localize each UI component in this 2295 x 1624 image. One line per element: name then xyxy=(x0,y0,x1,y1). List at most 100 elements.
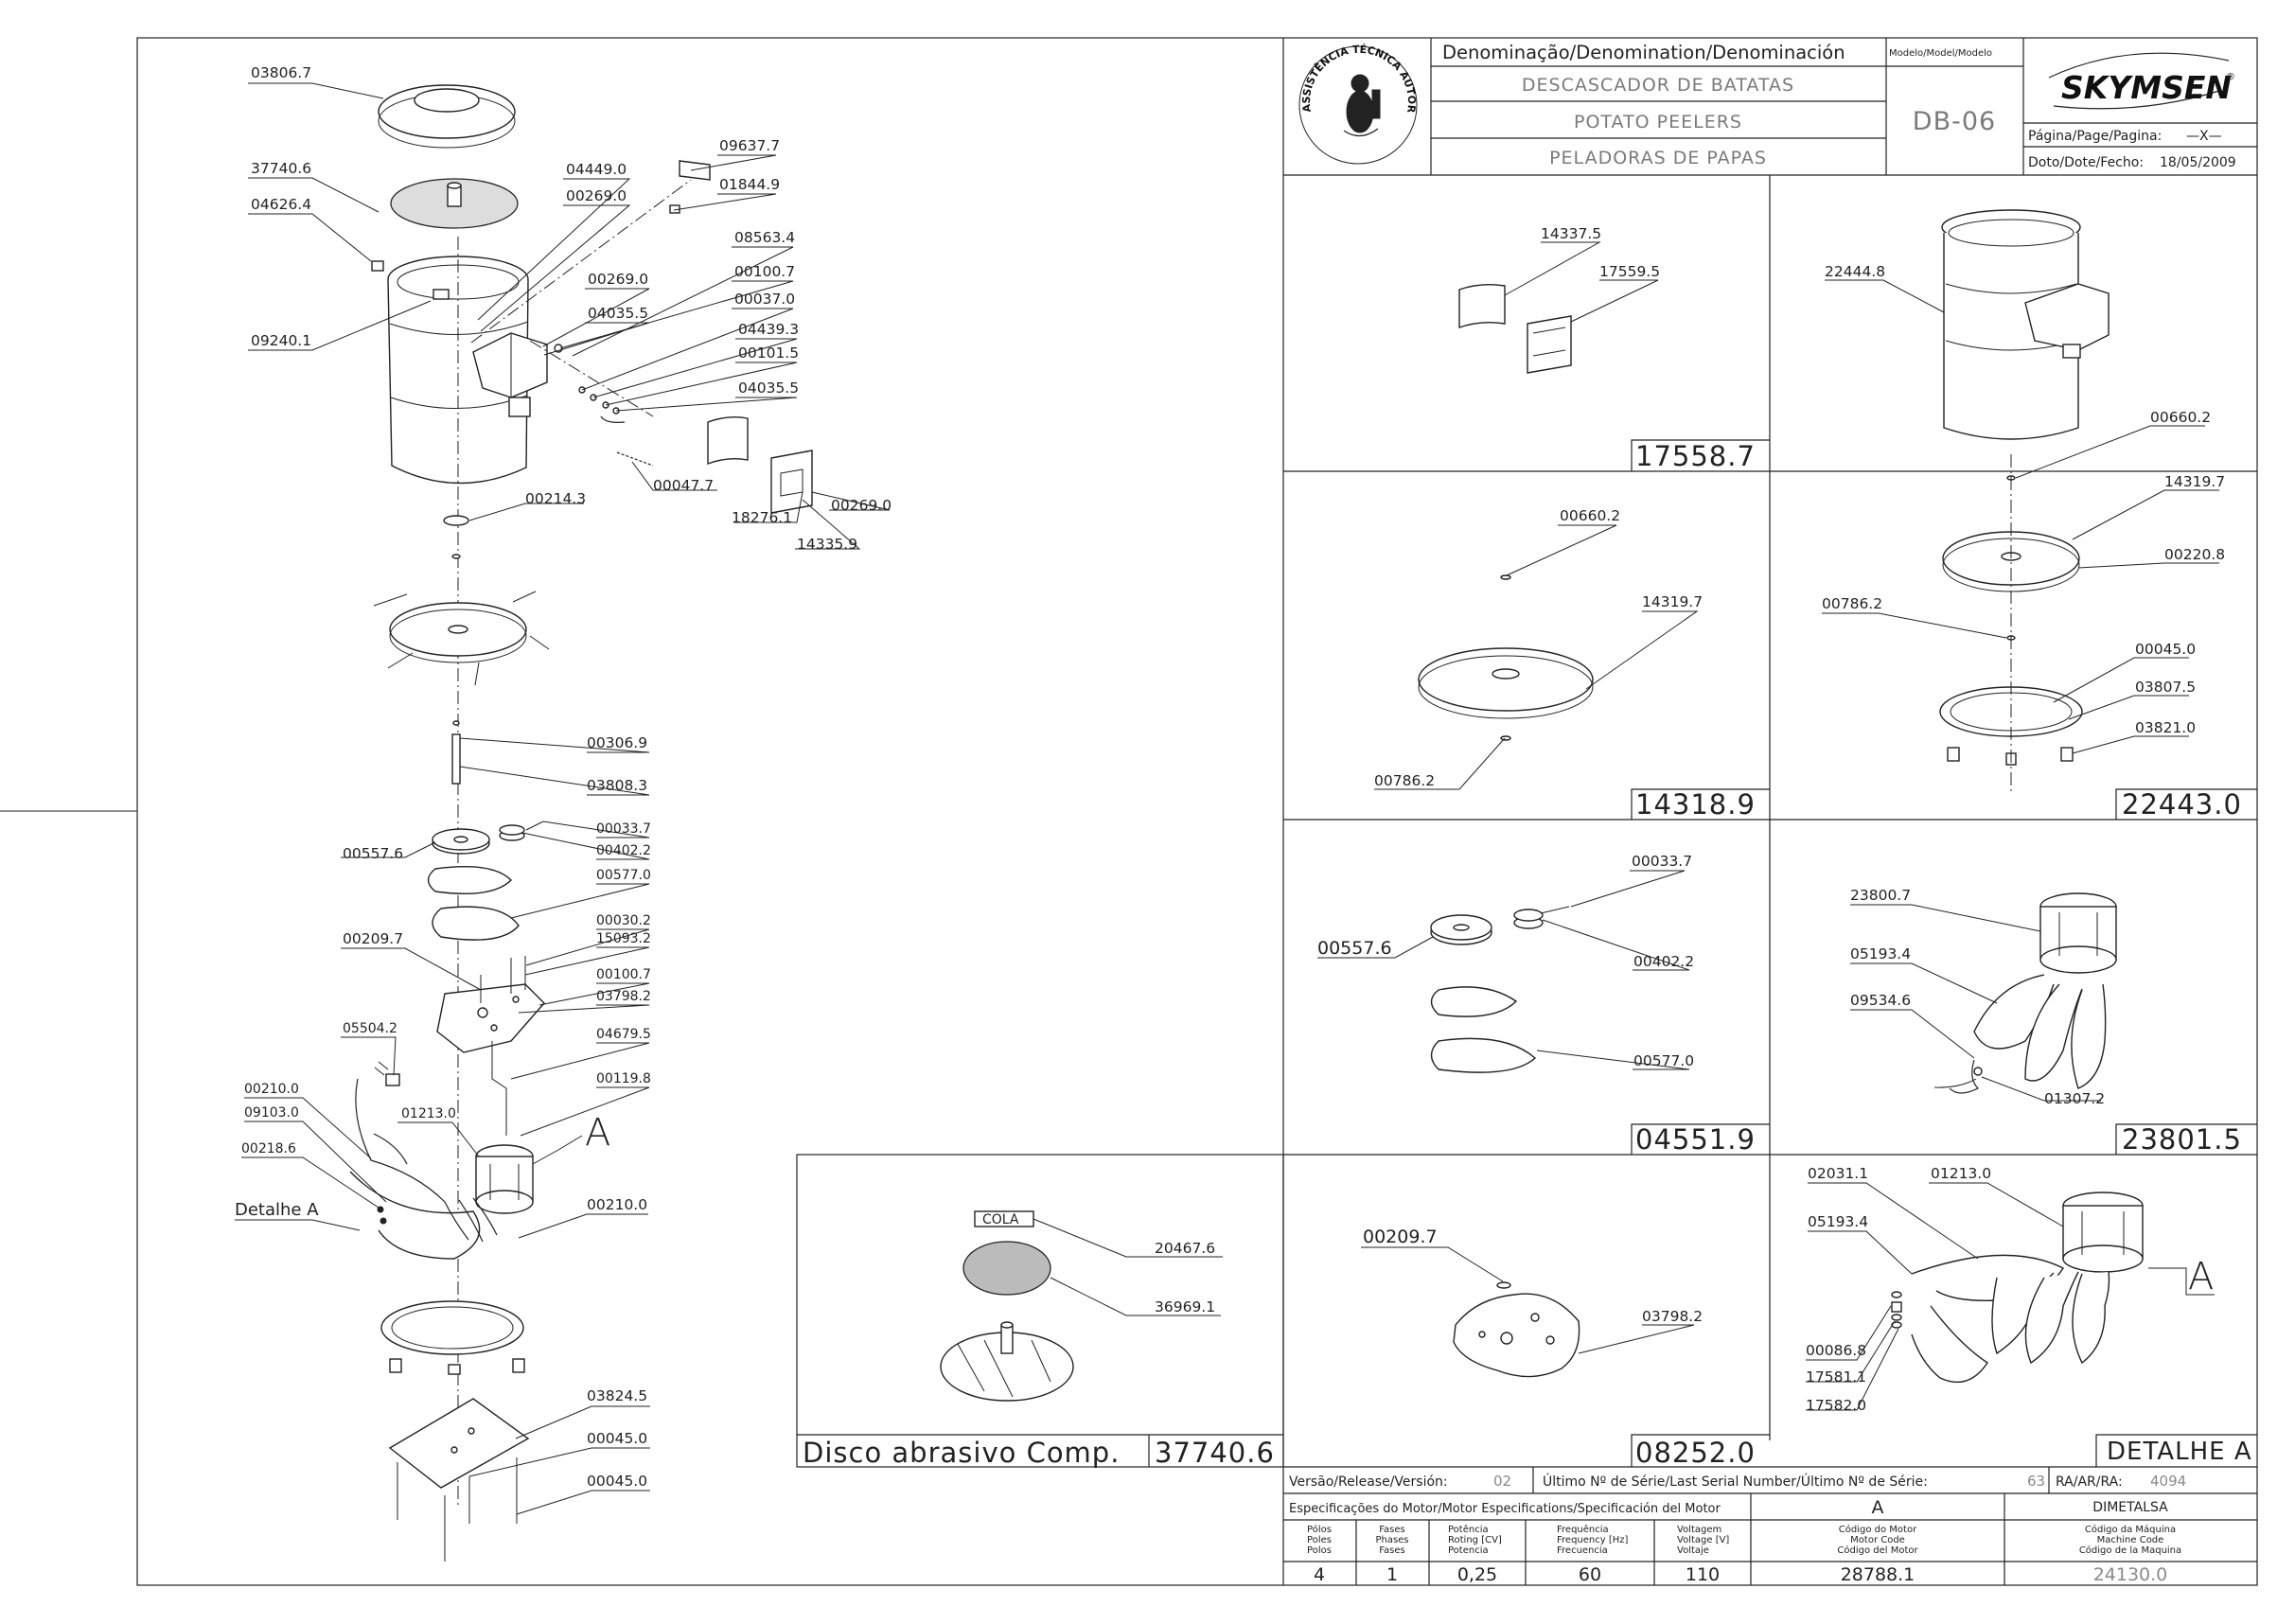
label-03798-2: 03798.2 xyxy=(596,989,651,1004)
label-05504-2: 05504.2 xyxy=(343,1021,397,1036)
pdisco-caption: Disco abrasivo Comp. xyxy=(803,1437,1120,1469)
brush-plate xyxy=(373,591,550,686)
panel-grid xyxy=(796,175,2257,1468)
version-label: Versão/Release/Versión: xyxy=(1289,1474,1448,1490)
pdetalhe-label-0: 02031.1 xyxy=(1808,1165,1868,1182)
pdetalhe-label-3: 00086.8 xyxy=(1806,1342,1866,1359)
col-6-line-0: Código da Máquina xyxy=(2085,1524,2176,1535)
col-1-line-2: Fases xyxy=(1379,1545,1405,1556)
label-04449-0: 04449.0 xyxy=(566,161,627,178)
p04551-code: 04551.9 xyxy=(1635,1123,1756,1156)
col-5-line-2: Código del Motor xyxy=(1837,1545,1918,1556)
pdetalhe-label-1: 01213.0 xyxy=(1931,1165,1991,1182)
p22443-label-3: 00220.8 xyxy=(2164,546,2225,563)
col-5-line-1: Motor Code xyxy=(1850,1535,1905,1545)
value-frequency: 60 xyxy=(1579,1564,1601,1585)
p23801-label-3: 01307.2 xyxy=(2044,1090,2105,1107)
value-machine-code: 24130.0 xyxy=(2093,1564,2168,1585)
label-00100-7b: 00100.7 xyxy=(596,967,651,982)
col-3-line-0: Frequência xyxy=(1557,1524,1609,1535)
label-00045-0b: 00045.0 xyxy=(587,1473,647,1490)
panel-22443: 22444.8 00660.2 14319.7 00220.8 00786.2 … xyxy=(1822,209,2257,821)
label-01213-0: 01213.0 xyxy=(401,1106,456,1121)
label-01844-9: 01844.9 xyxy=(719,176,780,193)
label-09240-1: 09240.1 xyxy=(251,332,311,349)
label-00030-2: 00030.2 xyxy=(596,913,651,928)
label-00306-9: 00306.9 xyxy=(587,734,647,751)
authorized-service-stamp: ASSISTÊNCIA TÉCNICA AUTORIZADA xyxy=(0,0,1418,165)
col-4-line-1: Voltage [V] xyxy=(1677,1535,1729,1545)
col-3-line-1: Frequency [Hz] xyxy=(1557,1535,1629,1545)
label-00037-0: 00037.0 xyxy=(734,291,795,308)
label-00269-0b: 00269.0 xyxy=(588,271,648,288)
label-00033-7: 00033.7 xyxy=(596,821,651,837)
value-phases: 1 xyxy=(1386,1564,1398,1585)
col-2-line-0: Potência xyxy=(1448,1524,1489,1535)
svg-text:ASSISTÊNCIA TÉCNICA AUTORIZADA: ASSISTÊNCIA TÉCNICA AUTORIZADA xyxy=(0,0,1418,115)
p04551-label-1: 00557.6 xyxy=(1317,938,1392,959)
model-label: Modelo/Model/Modelo xyxy=(1889,48,1992,59)
col-2-line-1: Roting [CV] xyxy=(1448,1535,1502,1545)
pdetalhe-marker: A xyxy=(2188,1255,2215,1298)
label-00210-0b: 00210.0 xyxy=(587,1196,647,1213)
p08252-label-0: 00209.7 xyxy=(1363,1227,1438,1247)
p23801-label-0: 23800.7 xyxy=(1850,887,1911,904)
motor-spec-label: Especificações do Motor/Motor Especifica… xyxy=(1289,1502,1721,1516)
panel-08252: 00209.7 03798.2 08252.0 xyxy=(1361,1227,1770,1469)
serial-label: Último Nº de Série/Last Serial Number/Úl… xyxy=(1543,1473,1928,1490)
ra-label: RA/AR/RA: xyxy=(2056,1474,2123,1490)
label-00047-7: 00047.7 xyxy=(653,477,714,494)
p17558-label-0: 14337.5 xyxy=(1541,225,1601,242)
label-00269-0a: 00269.0 xyxy=(566,187,627,204)
label-04035-5b: 04035.5 xyxy=(738,380,799,397)
wiring xyxy=(349,1061,498,1260)
col-1-line-0: Fases xyxy=(1379,1525,1405,1535)
label-00218-6: 00218.6 xyxy=(241,1141,296,1156)
pdetalhe-label-4: 17581.1 xyxy=(1806,1368,1866,1386)
p14318-code: 14318.9 xyxy=(1635,788,1756,821)
main-exploded-view: 03806.7 37740.6 04626.4 09240.1 04449.0 … xyxy=(235,64,892,1562)
label-00100-7a: 00100.7 xyxy=(734,263,795,280)
panel-23801: 23800.7 05193.4 09534.6 01307.2 23801.5 xyxy=(1850,887,2257,1156)
panel-disco: COLA 20467.6 36969.1 Disco abrasivo Comp… xyxy=(797,1210,1283,1469)
p22443-label-6: 03807.5 xyxy=(2135,679,2196,696)
brand-logo: SKYMSEN ® xyxy=(2048,52,2235,110)
marker-a: A xyxy=(585,1111,611,1155)
version-value: 02 xyxy=(1493,1473,1511,1490)
col-5-line-0: Código do Motor xyxy=(1839,1524,1917,1535)
pdetalhe-label-2: 05193.4 xyxy=(1808,1213,1868,1230)
col-2-line-2: Potencia xyxy=(1448,1545,1489,1556)
page-value: —X— xyxy=(2186,129,2222,144)
page-label: Página/Page/Pagina: xyxy=(2028,129,2162,144)
label-04439-3: 04439.3 xyxy=(738,321,799,338)
col-0-line-2: Polos xyxy=(1307,1545,1332,1556)
pdisco-code: 37740.6 xyxy=(1155,1437,1275,1469)
label-08563-4: 08563.4 xyxy=(734,229,795,246)
label-09103-0: 09103.0 xyxy=(244,1105,299,1121)
motor-maker: DIMETALSA xyxy=(2092,1500,2168,1515)
col-6-line-2: Código de la Maquina xyxy=(2079,1545,2181,1556)
p04551-label-3: 00577.0 xyxy=(1633,1052,1694,1069)
brand-mark: ® xyxy=(2226,72,2235,82)
lid-ring xyxy=(378,84,516,149)
washer-00214 xyxy=(443,515,469,526)
motor-letter: A xyxy=(1872,1497,1884,1518)
col-4-line-2: Voltaje xyxy=(1677,1545,1709,1556)
main-callouts: 03806.7 37740.6 04626.4 09240.1 04449.0 … xyxy=(235,64,892,1490)
ra-value: 4094 xyxy=(2150,1473,2186,1490)
p04551-label-0: 00033.7 xyxy=(1632,853,1692,870)
value-voltage: 110 xyxy=(1686,1564,1720,1585)
motor xyxy=(475,1144,534,1214)
label-15093-2: 15093.2 xyxy=(596,931,651,946)
title-block: ASSISTÊNCIA TÉCNICA AUTORIZADA Denominaç… xyxy=(0,0,2257,176)
stamp-text: ASSISTÊNCIA TÉCNICA AUTORIZADA xyxy=(0,0,1418,115)
label-00210-0a: 00210.0 xyxy=(244,1082,299,1097)
col-0-line-1: Poles xyxy=(1307,1535,1332,1545)
model-value: DB-06 xyxy=(1913,107,1996,136)
label-00101-5: 00101.5 xyxy=(738,344,799,362)
value-motor-code: 28788.1 xyxy=(1841,1564,1915,1585)
value-power: 0,25 xyxy=(1457,1564,1497,1585)
label-04679-5: 04679.5 xyxy=(596,1027,651,1042)
name-en: POTATO PEELERS xyxy=(1574,112,1742,132)
